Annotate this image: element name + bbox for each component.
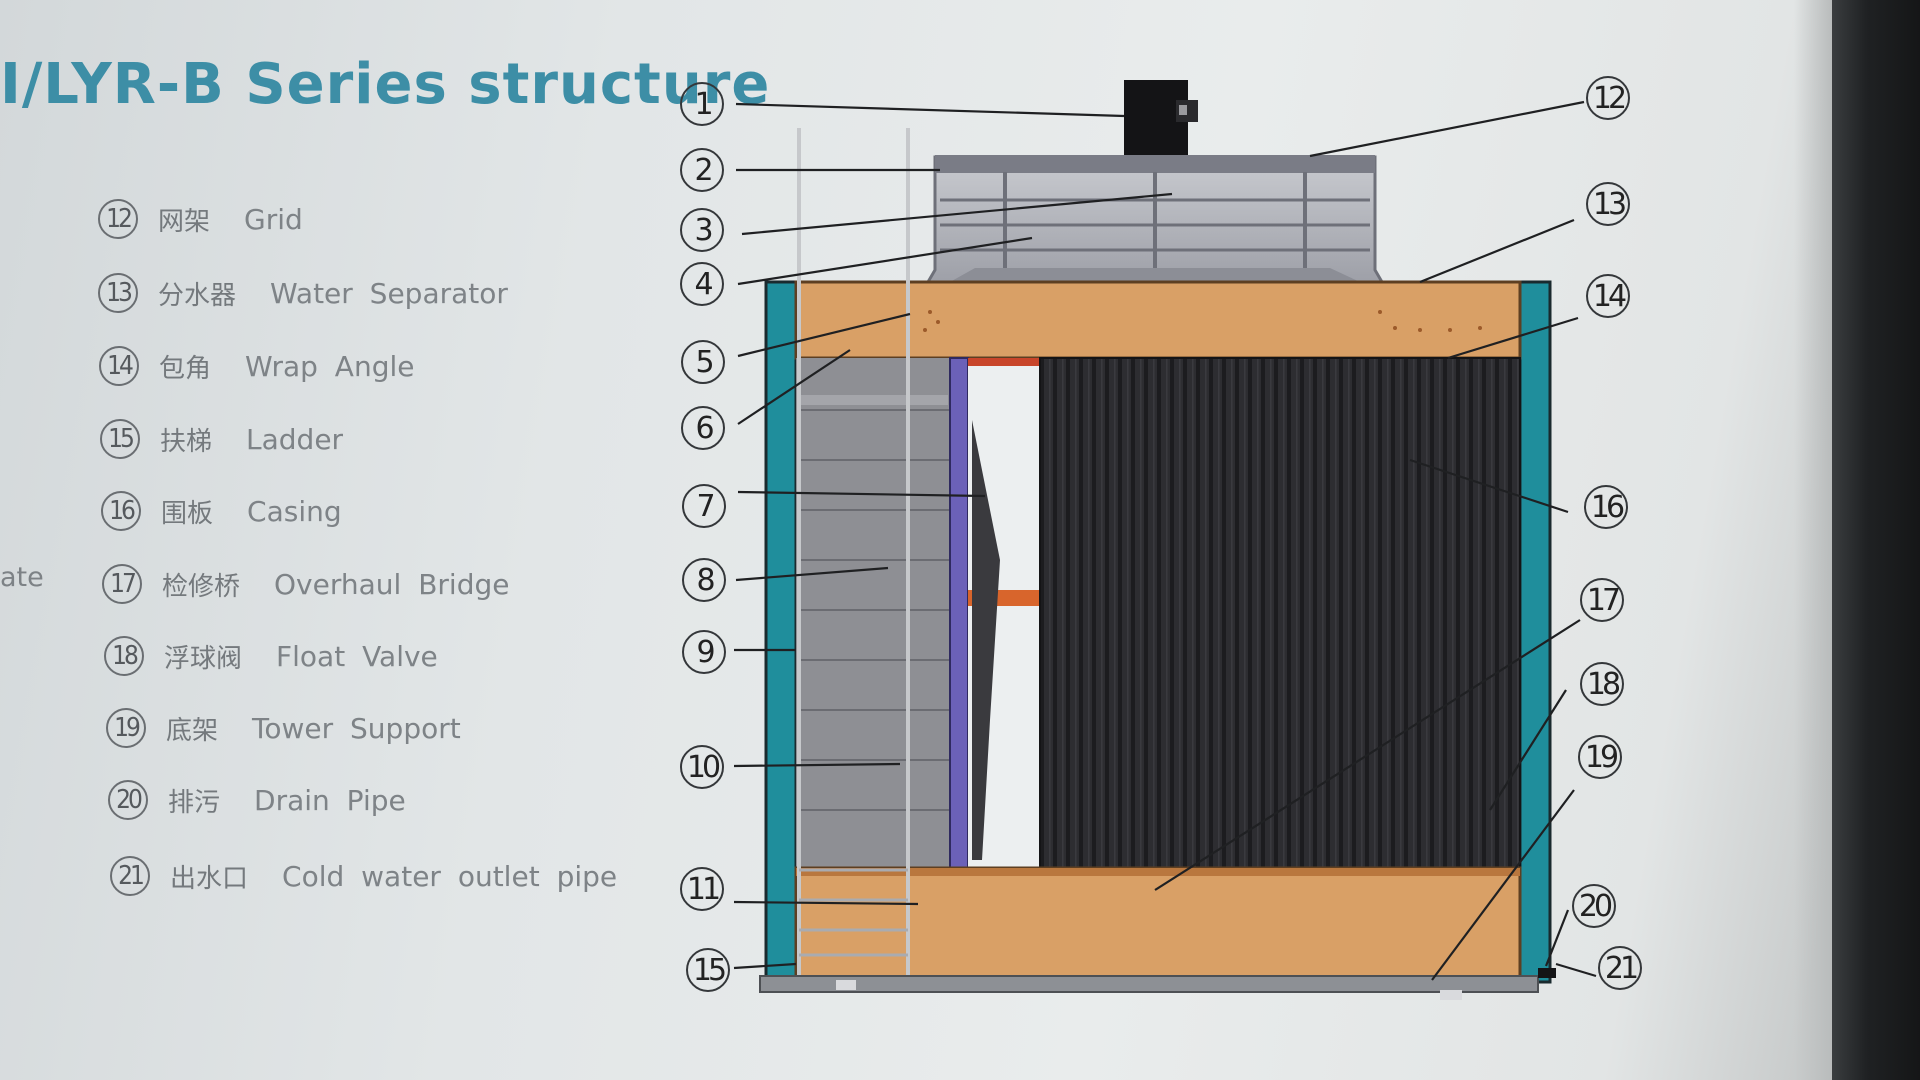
legend-item-17: 17 检修桥 Overhaul Bridge — [102, 564, 509, 604]
frame-post-left — [764, 280, 798, 984]
callout-6: 6 — [681, 406, 725, 450]
legend-english-label: Float Valve — [276, 639, 438, 673]
callout-14: 14 — [1586, 274, 1630, 318]
legend-number: 20 — [108, 780, 148, 820]
legend-chinese-label: 扶梯 — [160, 426, 213, 457]
callout-21: 21 — [1598, 946, 1642, 990]
legend-chinese-label: 包角 — [159, 353, 212, 384]
fill-media — [1039, 357, 1521, 871]
drift-eliminator — [796, 358, 954, 868]
legend-chinese-label: 浮球阀 — [164, 643, 243, 674]
legend-item-19: 19 底架 Tower Support — [106, 708, 461, 748]
legend-english-label: Cold water outlet pipe — [282, 859, 618, 893]
page-title: I/LYR-B Series structure — [0, 52, 771, 117]
callout-8: 8 — [682, 558, 726, 602]
legend-chinese-label: 围板 — [161, 498, 214, 529]
parts-legend: 12 网架 Grid 13 分水器 Water Separator 14 包角 … — [0, 0, 700, 1080]
legend-chinese-label: 排污 — [168, 787, 221, 818]
legend-number: 21 — [110, 856, 150, 896]
legend-english-label: Casing — [247, 494, 342, 528]
legend-number: 19 — [106, 708, 146, 748]
legend-item-18: 18 浮球阀 Float Valve — [104, 636, 438, 676]
legend-chinese-label: 检修桥 — [162, 571, 241, 602]
callout-12: 12 — [1586, 76, 1630, 120]
legend-number: 17 — [102, 564, 142, 604]
callout-16: 16 — [1584, 485, 1628, 529]
callout-17: 17 — [1580, 578, 1624, 622]
legend-number: 18 — [104, 636, 144, 676]
legend-english-label: Water Separator — [270, 276, 508, 310]
legend-english-label: Ladder — [246, 422, 344, 456]
legend-item-21: 21 出水口 Cold water outlet pipe — [110, 856, 617, 896]
legend-chinese-label: 底架 — [166, 715, 219, 746]
legend-item-13: 13 分水器 Water Separator — [98, 273, 508, 313]
callout-leader-lines — [733, 100, 1597, 981]
photo-dark-edge — [1794, 0, 1920, 1080]
callout-3: 3 — [680, 208, 724, 252]
legend-number: 15 — [100, 419, 140, 459]
legend-item-20: 20 排污 Drain Pipe — [108, 780, 406, 820]
callout-1: 1 — [680, 82, 724, 126]
legend-english-label: Drain Pipe — [254, 783, 406, 817]
legend-english-label: Grid — [244, 202, 303, 236]
frame-post-right — [1518, 280, 1552, 984]
callout-10: 10 — [680, 745, 724, 789]
callout-15: 15 — [686, 948, 730, 992]
legend-number: 16 — [101, 491, 141, 531]
legend-item-14: 14 包角 Wrap Angle — [99, 346, 414, 386]
water-inlet-pipe — [949, 357, 969, 869]
callout-2: 2 — [680, 148, 724, 192]
legend-number: 14 — [99, 346, 139, 386]
legend-chinese-label: 分水器 — [158, 280, 237, 311]
legend-chinese-label: 网架 — [158, 206, 211, 237]
callout-18: 18 — [1580, 662, 1624, 706]
callout-19: 19 — [1578, 735, 1622, 779]
callout-20: 20 — [1572, 884, 1616, 928]
callout-11: 11 — [680, 867, 724, 911]
legend-number: 12 — [98, 199, 138, 239]
legend-number: 13 — [98, 273, 138, 313]
cold-water-basin — [794, 866, 1522, 980]
ladder — [797, 128, 910, 985]
legend-chinese-label: 出水口 — [170, 863, 249, 894]
water-distribution-basin — [794, 280, 1522, 360]
legend-english-label: Overhaul Bridge — [274, 567, 510, 601]
legend-item-12: 12 网架 Grid — [98, 199, 303, 239]
callout-13: 13 — [1586, 182, 1630, 226]
cut-off-text: ate — [0, 562, 44, 593]
callout-7: 7 — [682, 484, 726, 528]
grid — [935, 155, 1375, 173]
legend-item-16: 16 围板 Casing — [101, 491, 342, 531]
legend-english-label: Tower Support — [252, 711, 461, 745]
legend-english-label: Wrap Angle — [245, 349, 415, 383]
callout-4: 4 — [680, 262, 724, 306]
callout-5: 5 — [681, 340, 725, 384]
callout-9: 9 — [682, 630, 726, 674]
legend-item-15: 15 扶梯 Ladder — [100, 419, 343, 459]
outlet-pipe — [1538, 968, 1556, 978]
tower-support — [759, 975, 1539, 993]
